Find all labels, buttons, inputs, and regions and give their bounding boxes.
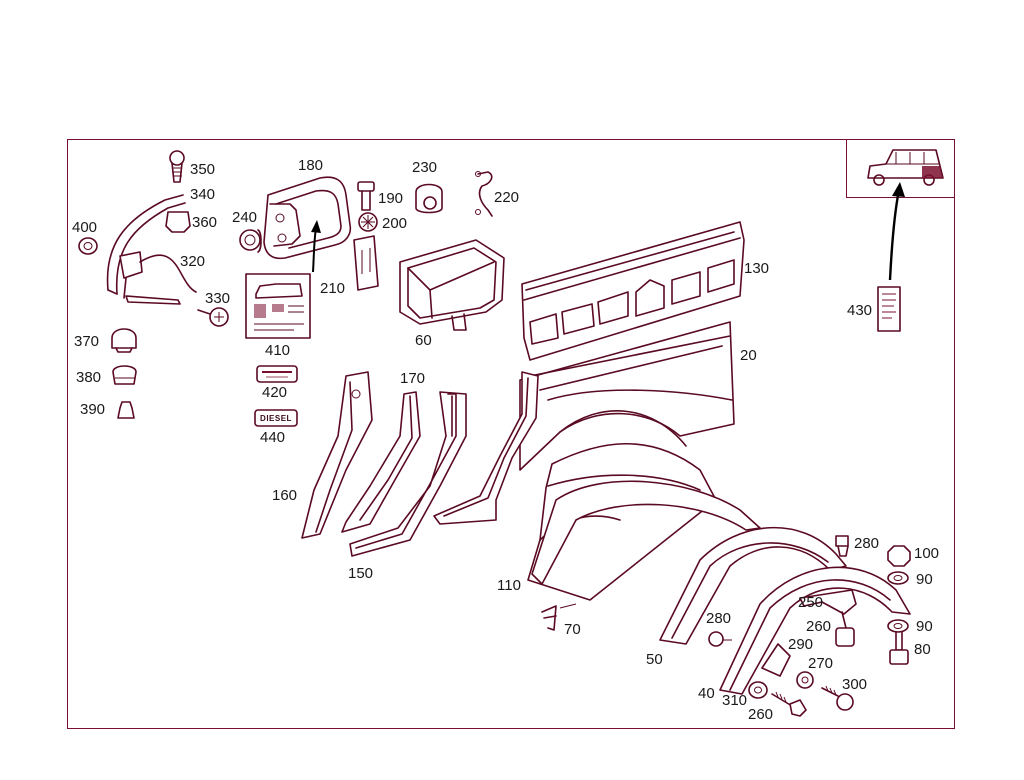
rail-wheelhouse-inner: [433, 371, 539, 525]
part-label-110: 110: [497, 577, 521, 594]
part-label-290: 290: [788, 636, 813, 653]
part-label-350: 350: [190, 161, 215, 178]
part-label-300: 300: [842, 676, 867, 693]
part-label-340: 340: [190, 186, 215, 203]
fuel-door-180: [263, 176, 352, 260]
part-label-100: 100: [914, 545, 939, 562]
bracket-290: [761, 643, 791, 677]
washer-270: [796, 671, 814, 689]
part-label-170: 170: [400, 370, 425, 387]
clip-390: [117, 401, 135, 419]
part-label-330: 330: [205, 290, 230, 307]
decal-410: [245, 273, 311, 339]
part-label-320: 320: [180, 253, 205, 270]
part-label-240: 240: [232, 209, 257, 226]
screw-350: [169, 150, 185, 183]
part-label-190: 190: [378, 190, 403, 207]
bolt-190: [357, 181, 375, 211]
part-label-280-bottom: 280: [706, 610, 731, 627]
washer-90-top: [887, 571, 909, 585]
part-label-390: 390: [80, 401, 105, 418]
part-label-70: 70: [564, 621, 581, 638]
fender-flare-40: [719, 566, 911, 695]
label-sheet-430: [877, 286, 901, 332]
bolt-80: [889, 631, 909, 665]
clip-70: [541, 603, 577, 631]
pillar-160: [301, 371, 373, 539]
part-label-250: 250: [798, 594, 823, 611]
fender-flare-50: [659, 526, 847, 645]
arrow-180: [311, 220, 321, 273]
outer-panel-20: [519, 321, 735, 471]
part-number-labels: 350 340 360 400 320 330 370 380 390 180 …: [72, 157, 939, 723]
part-label-200: 200: [382, 215, 407, 232]
fuel-tank-60: [399, 239, 505, 331]
wheelhouse-110: [527, 443, 761, 601]
nut-260-top: [835, 611, 855, 647]
inner-panel-130: [521, 221, 745, 361]
part-label-130: 130: [744, 260, 769, 277]
part-label-230: 230: [412, 159, 437, 176]
diesel-badge-440: DIESEL: [254, 409, 298, 427]
sticker-420: [256, 365, 298, 383]
wire-220: [475, 171, 493, 217]
screw-300: [821, 685, 854, 711]
part-label-80: 80: [914, 641, 931, 658]
part-label-50: 50: [646, 651, 663, 668]
cap-380: [112, 365, 137, 385]
part-label-280-top: 280: [854, 535, 879, 552]
part-label-150: 150: [348, 565, 373, 582]
latch-230: [415, 183, 443, 214]
part-label-20: 20: [740, 347, 757, 364]
clip-nut-360: [165, 211, 191, 233]
part-label-220: 220: [494, 189, 519, 206]
washer-310: [748, 681, 768, 699]
part-label-400: 400: [72, 219, 97, 236]
part-label-360: 360: [192, 214, 217, 231]
retaining-strap-340: [106, 194, 186, 295]
part-label-260-top: 260: [806, 618, 831, 635]
part-label-160: 160: [272, 487, 297, 504]
part-label-310: 310: [722, 692, 747, 709]
part-label-210: 210: [320, 280, 345, 297]
part-label-180: 180: [298, 157, 323, 174]
grommet-400: [78, 237, 98, 255]
vehicle-inset-box: [846, 139, 955, 198]
part-label-370: 370: [74, 333, 99, 350]
diesel-badge-text: DIESEL: [260, 414, 292, 423]
part-label-270: 270: [808, 655, 833, 672]
bracket-250: [799, 589, 857, 615]
screw-260-bottom: [771, 691, 807, 717]
vehicle-inset-icon: [867, 149, 944, 186]
nut-100: [887, 545, 911, 567]
part-label-430: 430: [847, 302, 872, 319]
cap-240: [239, 229, 262, 253]
switch-320: [119, 251, 197, 305]
part-label-380: 380: [76, 369, 101, 386]
rail-150: [349, 391, 467, 557]
pillar-170: [341, 391, 421, 533]
part-label-260-bottom: 260: [748, 706, 773, 723]
part-label-40: 40: [698, 685, 715, 702]
part-label-410: 410: [265, 342, 290, 359]
screw-330: [197, 307, 229, 327]
part-label-90-bottom: 90: [916, 618, 933, 635]
pointer-arrow-430: [888, 182, 905, 281]
screw-280-top: [835, 535, 849, 557]
bracket-210: [353, 235, 379, 291]
part-label-420: 420: [262, 384, 287, 401]
screw-280-bottom: [708, 631, 732, 647]
bump-stop-370: [111, 328, 137, 353]
part-label-60: 60: [415, 332, 432, 349]
part-label-90-top: 90: [916, 571, 933, 588]
diagram-frame: [67, 139, 955, 729]
part-label-440: 440: [260, 429, 285, 446]
spring-nut-200: [358, 212, 378, 232]
washer-90-bottom: [887, 619, 909, 633]
